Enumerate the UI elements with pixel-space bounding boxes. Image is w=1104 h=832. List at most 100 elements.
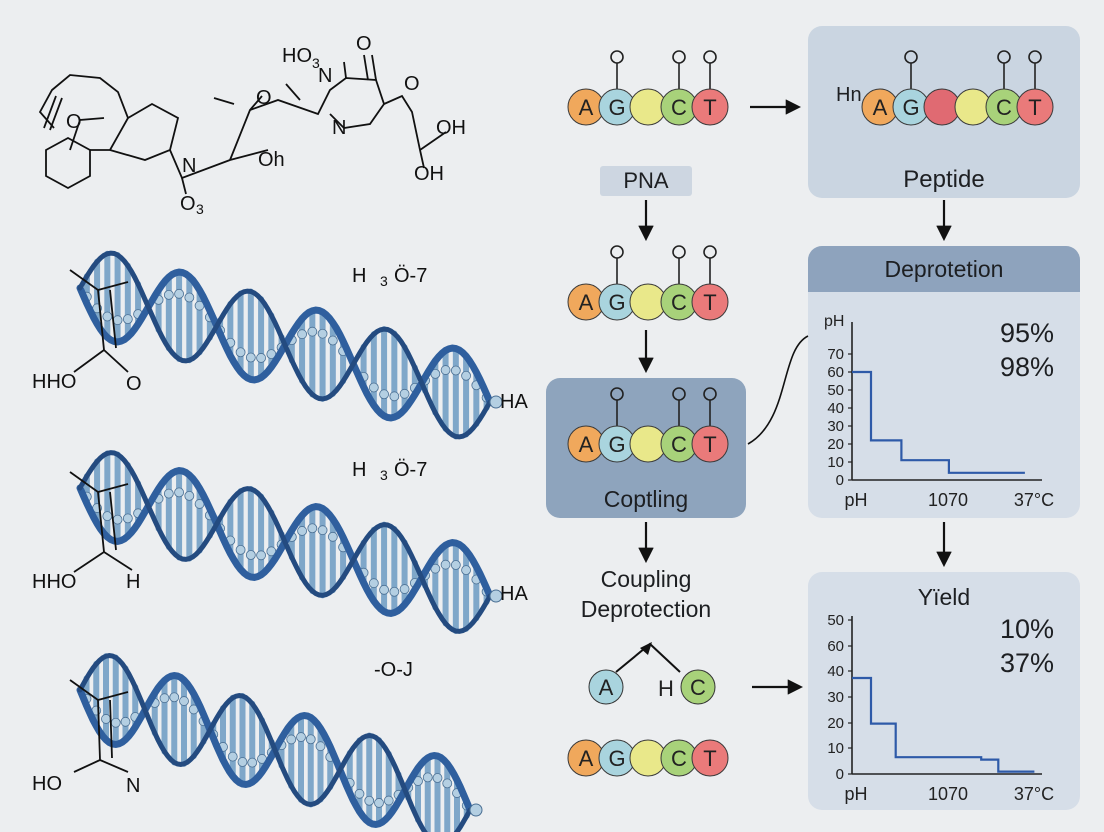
svg-text:O: O <box>126 373 142 395</box>
svg-text:HO: HO <box>32 773 62 795</box>
nucleotide-circle <box>691 425 729 463</box>
base-bead <box>169 692 180 703</box>
yield-value-2: 37% <box>1000 648 1055 678</box>
base-bead <box>305 734 316 745</box>
nucleotide-circle <box>1016 88 1054 126</box>
nucleotide-letter: T <box>703 290 716 315</box>
deprotection-value-1: 95% <box>1000 318 1055 348</box>
svg-text:H: H <box>352 459 366 481</box>
base-bead <box>440 559 451 570</box>
y-tick-label: 30 <box>827 689 844 706</box>
base-bead <box>247 757 258 768</box>
svg-text:H: H <box>352 265 366 287</box>
pair-diagram: A H C <box>588 642 716 705</box>
nucleotide-letter: G <box>902 95 919 120</box>
pair-c-label: C <box>690 675 706 700</box>
x-tick-label: pH <box>844 490 867 510</box>
base-bead <box>422 772 433 783</box>
helix-2 <box>76 450 503 634</box>
y-tick-label: 50 <box>827 612 844 629</box>
deprotection-value-2: 98% <box>1000 352 1055 382</box>
base-bead <box>327 335 338 346</box>
base-bead <box>122 314 133 324</box>
base-bead <box>245 352 256 363</box>
yield-title: Yïeld <box>917 584 971 610</box>
helix-1 <box>76 250 503 440</box>
svg-text:3: 3 <box>380 273 388 289</box>
svg-text:HA: HA <box>500 583 528 605</box>
base-bead <box>112 514 123 525</box>
backbone-strand-2 <box>77 652 473 832</box>
helix-end-bead <box>489 395 503 409</box>
base-bead <box>112 315 123 326</box>
nucleotide-letter: A <box>579 432 594 457</box>
base-bead <box>174 288 184 299</box>
carbonyl-o <box>672 387 686 401</box>
svg-text:3: 3 <box>196 201 204 217</box>
base-bead <box>101 714 111 724</box>
base-bead <box>389 391 400 402</box>
y-tick-label: 0 <box>836 766 844 783</box>
dna-helices <box>76 250 503 832</box>
step-series-line <box>852 676 1035 773</box>
nucleotide-letter: A <box>579 95 594 120</box>
carbonyl-o <box>672 245 686 259</box>
base-bead <box>256 550 266 561</box>
base-bead <box>163 488 174 499</box>
carbonyl-o <box>610 50 624 64</box>
deprotection-panel <box>808 246 1080 518</box>
x-tick-label: 1070 <box>928 490 968 510</box>
base-bead <box>286 734 297 745</box>
helix-end-bead <box>469 803 483 817</box>
nucleotide-circle <box>691 88 729 126</box>
step-series-line <box>852 370 1025 474</box>
base-bead <box>102 311 113 322</box>
nucleotide-letter: C <box>671 746 687 771</box>
base-bead <box>450 365 461 376</box>
svg-text:N: N <box>318 65 332 87</box>
svg-text:H: H <box>126 571 140 593</box>
x-tick-label: 37°C <box>1014 490 1054 510</box>
base-bead <box>379 584 389 595</box>
nucleotide-letter: G <box>608 432 625 457</box>
coupling-text: Coupling <box>600 566 692 592</box>
svg-text:OH: OH <box>414 163 444 185</box>
base-bead <box>317 328 328 339</box>
peptide-prefix: Hn <box>836 84 862 106</box>
base-bead <box>235 545 246 555</box>
svg-text:HA: HA <box>500 391 528 413</box>
svg-text:O: O <box>66 111 82 133</box>
base-bead <box>461 565 471 575</box>
svg-text:HHO: HHO <box>32 571 76 593</box>
yield-panel <box>808 572 1080 810</box>
y-tick-label: 10 <box>827 454 844 471</box>
base-bead <box>432 773 443 783</box>
base-bead <box>174 487 184 498</box>
base-bead <box>307 523 318 534</box>
nucleotide-letter: G <box>608 290 625 315</box>
carbonyl-o <box>703 50 717 64</box>
svg-text:Ö-7: Ö-7 <box>394 459 427 481</box>
svg-text:3: 3 <box>380 467 388 483</box>
y-axis-label: pH <box>824 313 844 330</box>
base-bead <box>327 531 338 542</box>
nucleotide-letter: G <box>608 95 625 120</box>
x-tick-label: 1070 <box>928 784 968 804</box>
carbonyl-o <box>703 387 717 401</box>
svg-text:-O-J: -O-J <box>374 659 413 681</box>
pair-h-label: H <box>658 676 674 701</box>
nucleotide-letter: C <box>996 95 1012 120</box>
svg-text:N: N <box>126 775 140 797</box>
coupling-box-label: Coptling <box>603 486 689 512</box>
svg-text:Oh: Oh <box>258 149 285 171</box>
pair-a-circle <box>588 669 624 705</box>
base-bead <box>399 584 410 594</box>
helix-end-bead <box>489 589 503 603</box>
helix-fragment-labels: HHO O H 3 Ö-7 HA HHO H H 3 Ö-7 HA HO N -… <box>32 265 528 797</box>
pna-label: PNA <box>623 168 669 193</box>
